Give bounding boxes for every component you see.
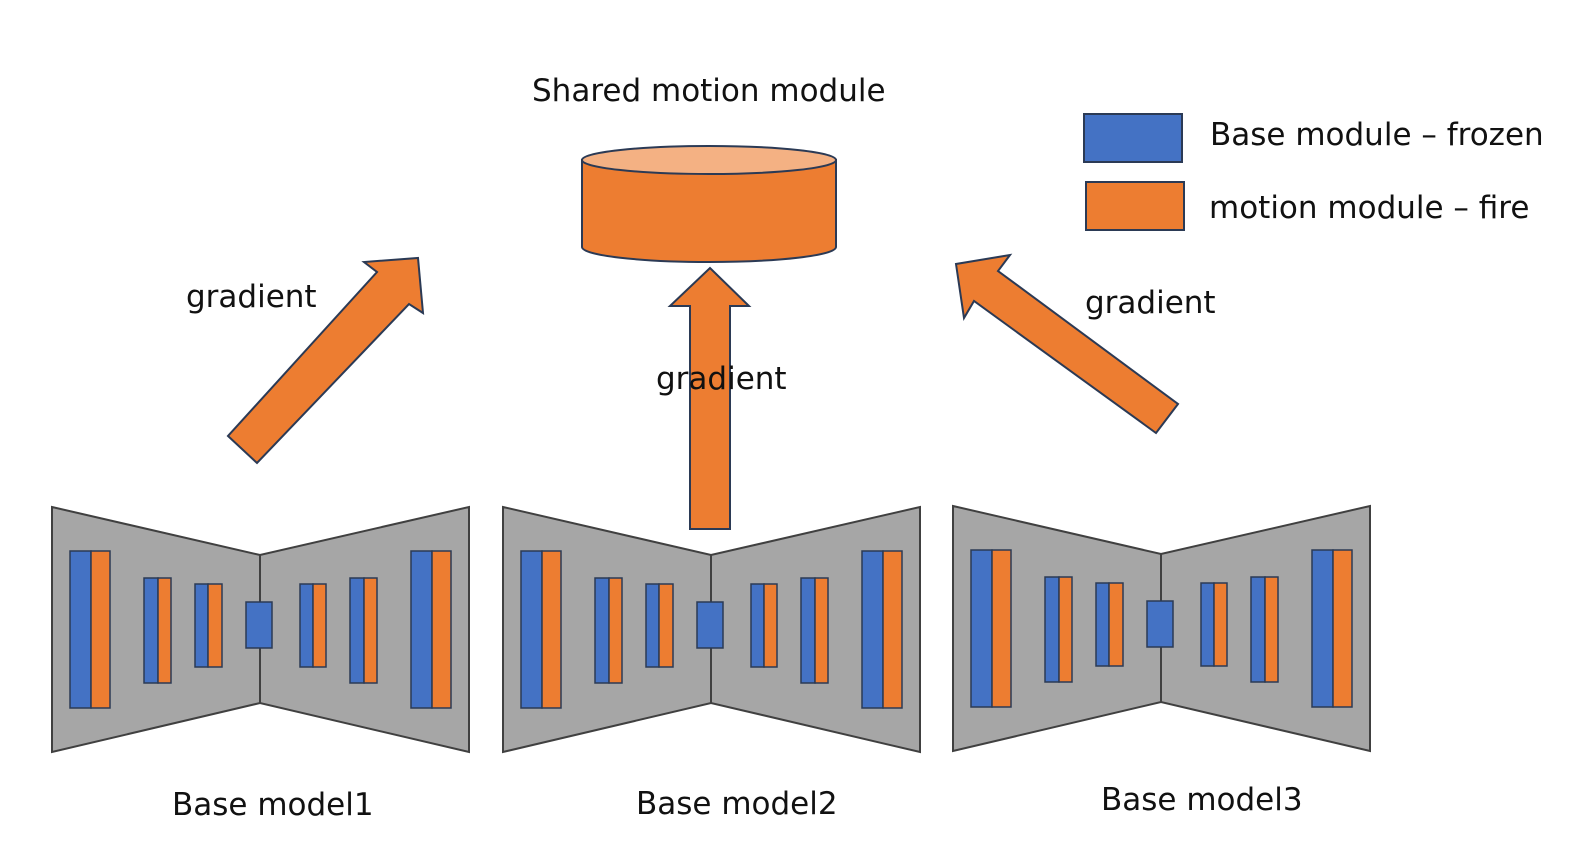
motion-module-block	[658, 583, 674, 668]
cylinder-top	[581, 145, 837, 175]
base-module-block	[194, 583, 209, 668]
base-module-block	[410, 550, 433, 709]
cylinder-body	[581, 159, 837, 263]
base-module-block	[69, 550, 92, 709]
module-pair-outer-right	[1311, 549, 1353, 708]
motion-module-block	[157, 577, 172, 684]
base-module-block	[520, 550, 543, 709]
module-pair-inner-right	[750, 583, 778, 668]
bottleneck-base-module	[696, 601, 724, 649]
base-model-1-label: Base model1	[172, 787, 374, 823]
motion-module-block	[991, 549, 1012, 708]
gradient-arrow-left	[226, 256, 425, 465]
bottleneck-base-module	[1146, 600, 1174, 648]
base-model-3-label: Base model3	[1101, 782, 1303, 818]
module-pair-mid-left	[594, 577, 623, 684]
gradient-arrow-center	[667, 266, 752, 530]
motion-module-block	[1058, 576, 1073, 683]
module-pair-outer-right	[861, 550, 903, 709]
motion-module-block	[541, 550, 562, 709]
module-pair-inner-right	[1200, 582, 1228, 667]
module-pair-inner-right	[299, 583, 327, 668]
base-module-block	[349, 577, 365, 684]
base-module-block	[750, 583, 765, 668]
motion-module-block	[814, 577, 829, 684]
motion-module-block	[431, 550, 452, 709]
base-module-block	[861, 550, 884, 709]
gradient-label-left: gradient	[186, 279, 317, 315]
shared-motion-module-cylinder	[581, 145, 837, 263]
module-pair-mid-left	[1044, 576, 1073, 683]
module-pair-inner-left	[1095, 582, 1124, 667]
bottleneck-base-module	[245, 601, 273, 649]
base-model-3	[952, 504, 1371, 753]
base-module-block	[299, 583, 314, 668]
module-pair-mid-right	[349, 577, 378, 684]
motion-module-block	[1213, 582, 1228, 667]
base-module-block	[970, 549, 993, 708]
motion-module-block	[763, 583, 778, 668]
module-pair-outer-right	[410, 550, 452, 709]
base-model-2	[502, 505, 921, 754]
module-pair-inner-left	[194, 583, 223, 668]
base-module-block	[1200, 582, 1215, 667]
module-pair-mid-right	[800, 577, 829, 684]
motion-module-block	[363, 577, 378, 684]
gradient-label-center: gradient	[656, 361, 787, 397]
base-module-block	[1250, 576, 1266, 683]
diagram-title: Shared motion module	[532, 73, 886, 109]
motion-module-block	[1332, 549, 1353, 708]
motion-module-block	[90, 550, 111, 709]
module-pair-outer-left	[970, 549, 1012, 708]
gradient-arrow-right	[954, 253, 1180, 435]
legend-label-base: Base module – frozen	[1210, 117, 1544, 153]
motion-module-block	[1108, 582, 1124, 667]
motion-module-block	[882, 550, 903, 709]
motion-module-block	[312, 583, 327, 668]
base-module-block	[594, 577, 610, 684]
module-pair-inner-left	[645, 583, 674, 668]
base-module-block	[143, 577, 159, 684]
base-module-block	[1095, 582, 1110, 667]
module-pair-mid-left	[143, 577, 172, 684]
base-module-block	[645, 583, 660, 668]
motion-module-block	[207, 583, 223, 668]
legend-swatch-base	[1083, 113, 1183, 163]
base-module-block	[1044, 576, 1060, 683]
base-module-block	[800, 577, 816, 684]
module-pair-outer-left	[520, 550, 562, 709]
base-module-block	[1311, 549, 1334, 708]
module-pair-mid-right	[1250, 576, 1279, 683]
base-model-1	[51, 505, 470, 754]
module-pair-outer-left	[69, 550, 111, 709]
legend-swatch-motion	[1085, 181, 1185, 231]
legend-label-motion: motion module – fire	[1209, 190, 1530, 226]
motion-module-block	[1264, 576, 1279, 683]
base-model-2-label: Base model2	[636, 786, 838, 822]
motion-module-block	[608, 577, 623, 684]
gradient-label-right: gradient	[1085, 285, 1216, 321]
